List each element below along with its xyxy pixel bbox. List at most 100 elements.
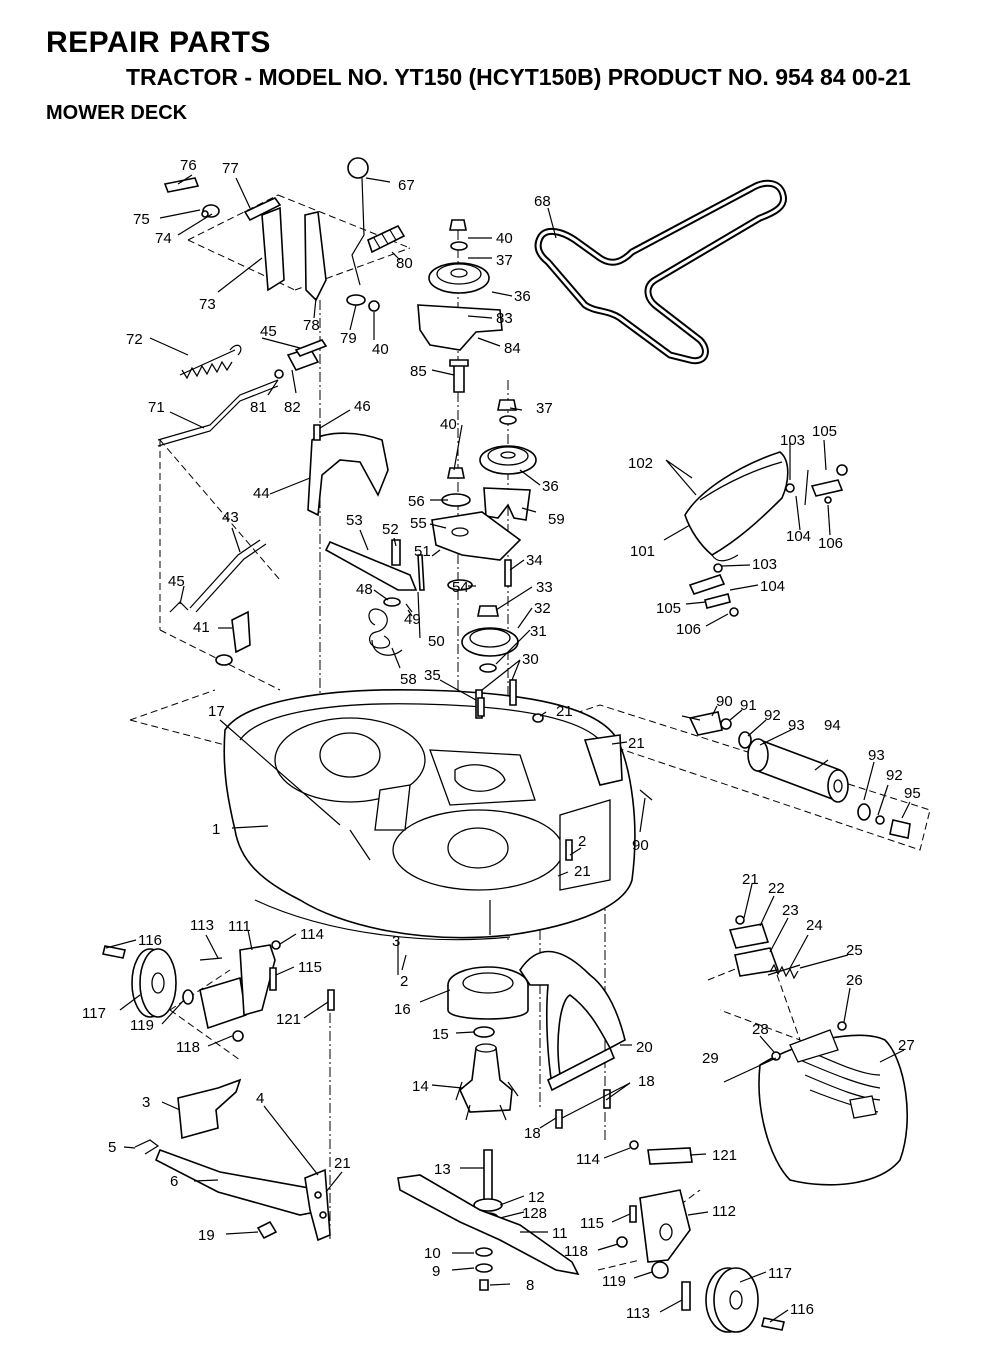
discharge-chute	[723, 915, 909, 1186]
callout-33: 33	[536, 579, 553, 596]
callout-115-left: 115	[298, 959, 322, 976]
callout-21-e: 21	[334, 1155, 351, 1172]
callout-11: 11	[552, 1225, 568, 1242]
callout-36-top: 36	[514, 288, 531, 305]
callout-118-right: 118	[564, 1243, 588, 1260]
callout-82: 82	[284, 399, 301, 416]
callout-77: 77	[222, 160, 239, 177]
callout-8: 8	[526, 1277, 534, 1294]
callout-37-mid: 37	[536, 400, 553, 417]
callout-27: 27	[898, 1037, 915, 1054]
front-gauge-wheel-right	[616, 1140, 785, 1333]
callout-67: 67	[398, 177, 415, 194]
callout-93-right: 93	[868, 747, 885, 764]
callout-112: 112	[712, 1203, 736, 1220]
callout-18-left: 18	[524, 1125, 541, 1142]
callout-9: 9	[432, 1263, 440, 1280]
callout-53: 53	[346, 512, 363, 529]
callout-5: 5	[108, 1139, 116, 1156]
callout-115-right: 115	[580, 1215, 604, 1232]
callout-75: 75	[133, 211, 150, 228]
callout-22: 22	[768, 880, 785, 897]
callout-71: 71	[148, 399, 165, 416]
callout-72: 72	[126, 331, 143, 348]
callout-40-stack: 40	[496, 230, 513, 247]
callout-21-a: 21	[556, 703, 573, 720]
callout-17: 17	[208, 703, 225, 720]
callout-78: 78	[303, 317, 320, 334]
callout-102: 102	[628, 455, 653, 472]
callout-2-right: 2	[578, 833, 586, 850]
callout-43: 43	[222, 509, 239, 526]
callout-79: 79	[340, 330, 357, 347]
callout-55: 55	[410, 515, 427, 532]
mower-deck-housing	[223, 688, 636, 941]
callout-113-right: 113	[626, 1305, 650, 1322]
callout-121-left: 121	[276, 1011, 301, 1028]
callout-73: 73	[199, 296, 216, 313]
callout-51: 51	[414, 543, 431, 560]
callout-85: 85	[410, 363, 427, 380]
callout-58: 58	[400, 671, 417, 688]
callout-18-right: 18	[638, 1073, 655, 1090]
callout-35: 35	[424, 667, 441, 684]
callout-leader-lines	[105, 174, 911, 1323]
callout-48: 48	[356, 581, 373, 598]
drive-belt	[534, 179, 787, 365]
callout-21-b: 21	[628, 735, 645, 752]
callout-29: 29	[702, 1050, 719, 1067]
anti-scalp-roller	[583, 711, 911, 839]
callout-45-left: 45	[168, 573, 185, 590]
callout-16: 16	[394, 1001, 411, 1018]
model-subtitle: TRACTOR - MODEL NO. YT150 (HCYT150B) PRO…	[126, 64, 911, 90]
callout-56: 56	[408, 493, 425, 510]
callout-101: 101	[630, 543, 655, 560]
callout-32: 32	[534, 600, 551, 617]
callout-103-top: 103	[780, 432, 805, 449]
callout-119-left: 119	[130, 1017, 154, 1034]
callout-59: 59	[548, 511, 565, 528]
callout-labels: 76 77 75 74 67 73 80 78 79 40 40 37 36 8…	[82, 157, 921, 1322]
callout-3-center: 3	[392, 933, 400, 950]
callout-44: 44	[253, 485, 270, 502]
callout-12: 12	[528, 1189, 545, 1206]
callout-106-top: 106	[818, 535, 843, 552]
callout-23: 23	[782, 902, 799, 919]
callout-24: 24	[806, 917, 823, 934]
callout-15: 15	[432, 1026, 449, 1043]
callout-40-mid: 40	[440, 416, 457, 433]
callout-3-left: 3	[142, 1094, 150, 1111]
callout-25: 25	[846, 942, 863, 959]
callout-111: 111	[228, 918, 251, 935]
callout-26: 26	[846, 972, 863, 989]
callout-68: 68	[534, 193, 551, 210]
callout-95: 95	[904, 785, 921, 802]
callout-114-left: 114	[300, 926, 324, 943]
callout-128: 128	[522, 1205, 547, 1222]
callout-50: 50	[428, 633, 445, 650]
callout-14: 14	[412, 1078, 429, 1095]
callout-41: 41	[193, 619, 210, 636]
callout-117-left: 117	[82, 1005, 106, 1022]
callout-92-left: 92	[764, 707, 781, 724]
page-title: REPAIR PARTS	[46, 26, 271, 59]
callout-84: 84	[504, 340, 521, 357]
callout-21-d: 21	[742, 871, 759, 888]
section-title: MOWER DECK	[46, 102, 188, 124]
callout-103-bot: 103	[752, 556, 777, 573]
chute-deflector-parts	[684, 451, 848, 617]
callout-104-top: 104	[786, 528, 811, 545]
callout-105-top: 105	[812, 423, 837, 440]
callout-83: 83	[496, 310, 513, 327]
callout-105-bot: 105	[656, 600, 681, 617]
callout-93-left: 93	[788, 717, 805, 734]
callout-21-c: 21	[574, 863, 591, 880]
stabilizer-linkage	[134, 1078, 331, 1242]
callout-49: 49	[404, 611, 421, 628]
callout-114-right: 114	[576, 1151, 600, 1168]
callout-28: 28	[752, 1021, 769, 1038]
callout-80: 80	[396, 255, 413, 272]
lift-linkage-parts	[157, 157, 406, 666]
callout-6: 6	[170, 1173, 178, 1190]
callout-90-top: 90	[716, 693, 733, 710]
